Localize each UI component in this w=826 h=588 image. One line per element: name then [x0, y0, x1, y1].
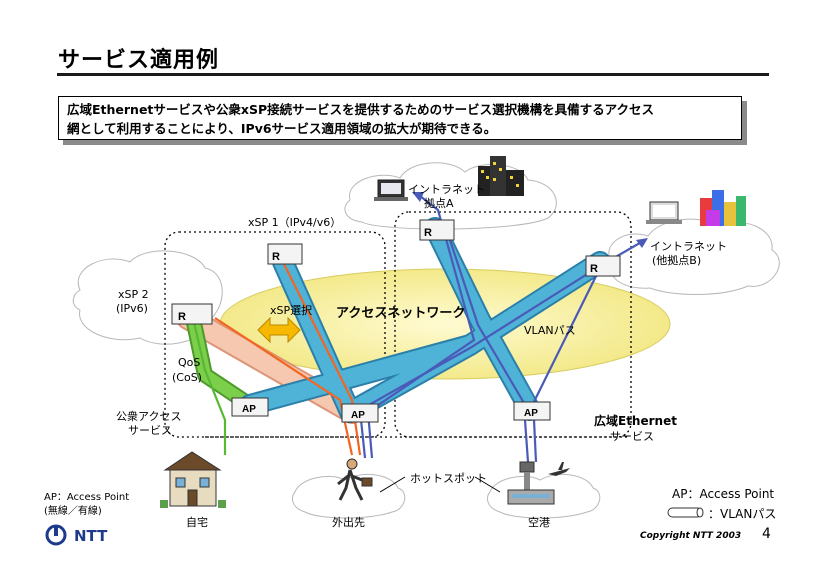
house-icon [160, 451, 226, 508]
svg-text:R: R [272, 251, 280, 263]
hotspot-arrow-left [379, 476, 406, 493]
label-intranet-b-line1: イントラネット [650, 240, 727, 253]
legend-vlan-tube-icon [667, 507, 704, 518]
svg-text:AP: AP [351, 410, 365, 421]
router-xsp2: R [171, 303, 213, 325]
label-qos: QoS [178, 356, 201, 369]
navy-arrowhead-a [412, 192, 424, 202]
label-intranet-a-line2: 拠点A [424, 197, 454, 210]
page-title: サービス適用例 [58, 48, 220, 73]
office-building-icon [478, 156, 524, 196]
label-public-access-line1: 公衆アクセス [116, 410, 182, 423]
label-xsp1: xSP 1（IPv4/v6） [248, 216, 342, 229]
colorful-building-icon [700, 190, 746, 226]
svg-text:AP: AP [242, 404, 256, 415]
ap-hotspot: AP [341, 403, 379, 423]
label-xsp2-line1: xSP 2 [118, 288, 149, 301]
business-person-icon [337, 458, 373, 501]
legend-ap: AP：Access Point [672, 487, 775, 501]
label-outside: 外出先 [332, 516, 365, 529]
router-intranet-a: R [419, 219, 455, 241]
public-access-region [164, 231, 386, 438]
ntt-logo-text: NTT [74, 527, 108, 545]
copyright: Copyright NTT 2003 [640, 531, 742, 541]
label-vlan-path: VLANパス [524, 324, 576, 337]
label-public-access-line2: サービス [128, 424, 172, 437]
router-xsp1: R [267, 243, 303, 265]
label-xsp-select: xSP選択 [270, 304, 313, 317]
laptop-icon-b [646, 201, 682, 224]
svg-text:R: R [424, 227, 432, 239]
xsp-select-arrow-icon [257, 316, 301, 344]
label-wide-ethernet-line2: サービス [610, 430, 654, 443]
label-ap-note-line2: (無線／有線) [44, 506, 102, 517]
ntt-logo-icon [45, 524, 67, 546]
description-box: 広域Ethernetサービスや公衆xSP接続サービスを提供するためのサービス選択… [58, 96, 742, 140]
airport-tower-icon [507, 461, 555, 505]
svg-text:R: R [590, 263, 598, 275]
ap-airport: AP [513, 401, 551, 421]
router-intranet-b: R [585, 255, 621, 277]
label-access-network: アクセスネットワーク [336, 306, 466, 321]
label-hotspot: ホットスポット [410, 472, 487, 485]
label-intranet-b-line2: (他拠点B) [652, 254, 702, 267]
label-xsp2-line2: (IPv6) [116, 302, 148, 315]
label-airport: 空港 [528, 516, 550, 529]
label-cos: (CoS) [172, 371, 202, 384]
airplane-icon [548, 462, 570, 476]
description-line-1: 広域Ethernetサービスや公衆xSP接続サービスを提供するためのサービス選択… [67, 102, 655, 117]
label-intranet-a-line1: イントラネット [408, 183, 485, 196]
svg-text:AP: AP [524, 408, 538, 419]
vlan-tube-orange [178, 308, 362, 422]
description-line-2: 網として利用することにより、IPv6サービス適用領域の拡大が期待できる。 [67, 121, 497, 136]
hotspot-arrow-right [474, 476, 501, 493]
ap-home: AP [231, 397, 269, 417]
legend-vlan: ：VLANパス [708, 507, 777, 521]
title-underline [57, 73, 769, 76]
cloud-intranet-b [608, 218, 780, 295]
label-home: 自宅 [186, 516, 208, 529]
svg-text:R: R [178, 311, 186, 323]
page-number: 4 [762, 526, 771, 542]
label-wide-ethernet-line1: 広域Ethernet [594, 414, 677, 428]
label-ap-note-line1: AP：Access Point [44, 492, 130, 503]
laptop-icon [374, 179, 408, 201]
